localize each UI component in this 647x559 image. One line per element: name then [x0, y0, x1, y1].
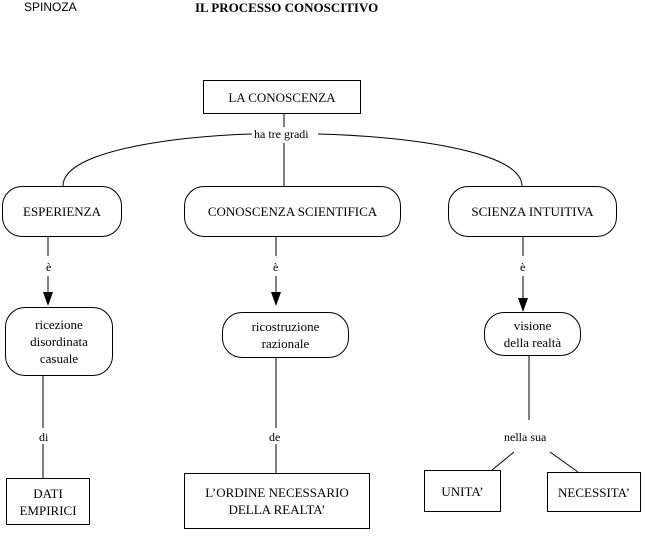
branch-node-conoscenza-scientifica: CONOSCENZA SCIENTIFICA — [184, 186, 401, 237]
line-b3-leaf-right — [549, 451, 579, 473]
line-b3-leaf-left — [491, 451, 515, 471]
arrow-head-b1 — [43, 292, 53, 306]
leaf-node-ordine-necessario: L’ORDINE NECESSARIO DELLA REALTA’ — [184, 473, 370, 529]
leaf-node-unita: UNITA’ — [424, 470, 501, 512]
connector-de: de — [267, 430, 283, 444]
result-node-ricezione: ricezione disordinata casuale — [5, 307, 113, 376]
branch-node-esperienza: ESPERIENZA — [2, 186, 122, 237]
branch-node-scienza-intuitiva: SCIENZA INTUITIVA — [448, 186, 617, 237]
root-node: LA CONOSCENZA — [203, 80, 361, 114]
root-connector: ha tre gradi — [252, 127, 311, 141]
connector-di: di — [37, 430, 51, 444]
branch-label-scienza-intuitiva: SCIENZA INTUITIVA — [471, 204, 594, 219]
connector-e-2: è — [271, 260, 281, 274]
connector-e-3: è — [518, 260, 528, 274]
arc-left — [62, 133, 253, 187]
result-node-visione: visione della realtà — [484, 312, 581, 356]
leaf-node-dati-empirici: DATI EMPIRICI — [6, 478, 90, 525]
root-label: LA CONOSCENZA — [228, 89, 336, 105]
arrow-head-b2 — [271, 292, 281, 306]
arrow-head-b3 — [518, 298, 528, 312]
result-node-ricostruzione: ricostruzione razionale — [222, 312, 349, 358]
connector-nella-sua: nella sua — [502, 430, 549, 444]
leaf-node-necessita: NECESSITA’ — [547, 472, 641, 512]
branch-label-esperienza: ESPERIENZA — [23, 204, 101, 219]
author-label: SPINOZA — [24, 0, 77, 14]
page-title: IL PROCESSO CONOSCITIVO — [195, 0, 379, 15]
arc-right — [317, 133, 523, 187]
connector-e-1: è — [44, 260, 54, 274]
branch-label-conoscenza-scientifica: CONOSCENZA SCIENTIFICA — [207, 204, 378, 219]
